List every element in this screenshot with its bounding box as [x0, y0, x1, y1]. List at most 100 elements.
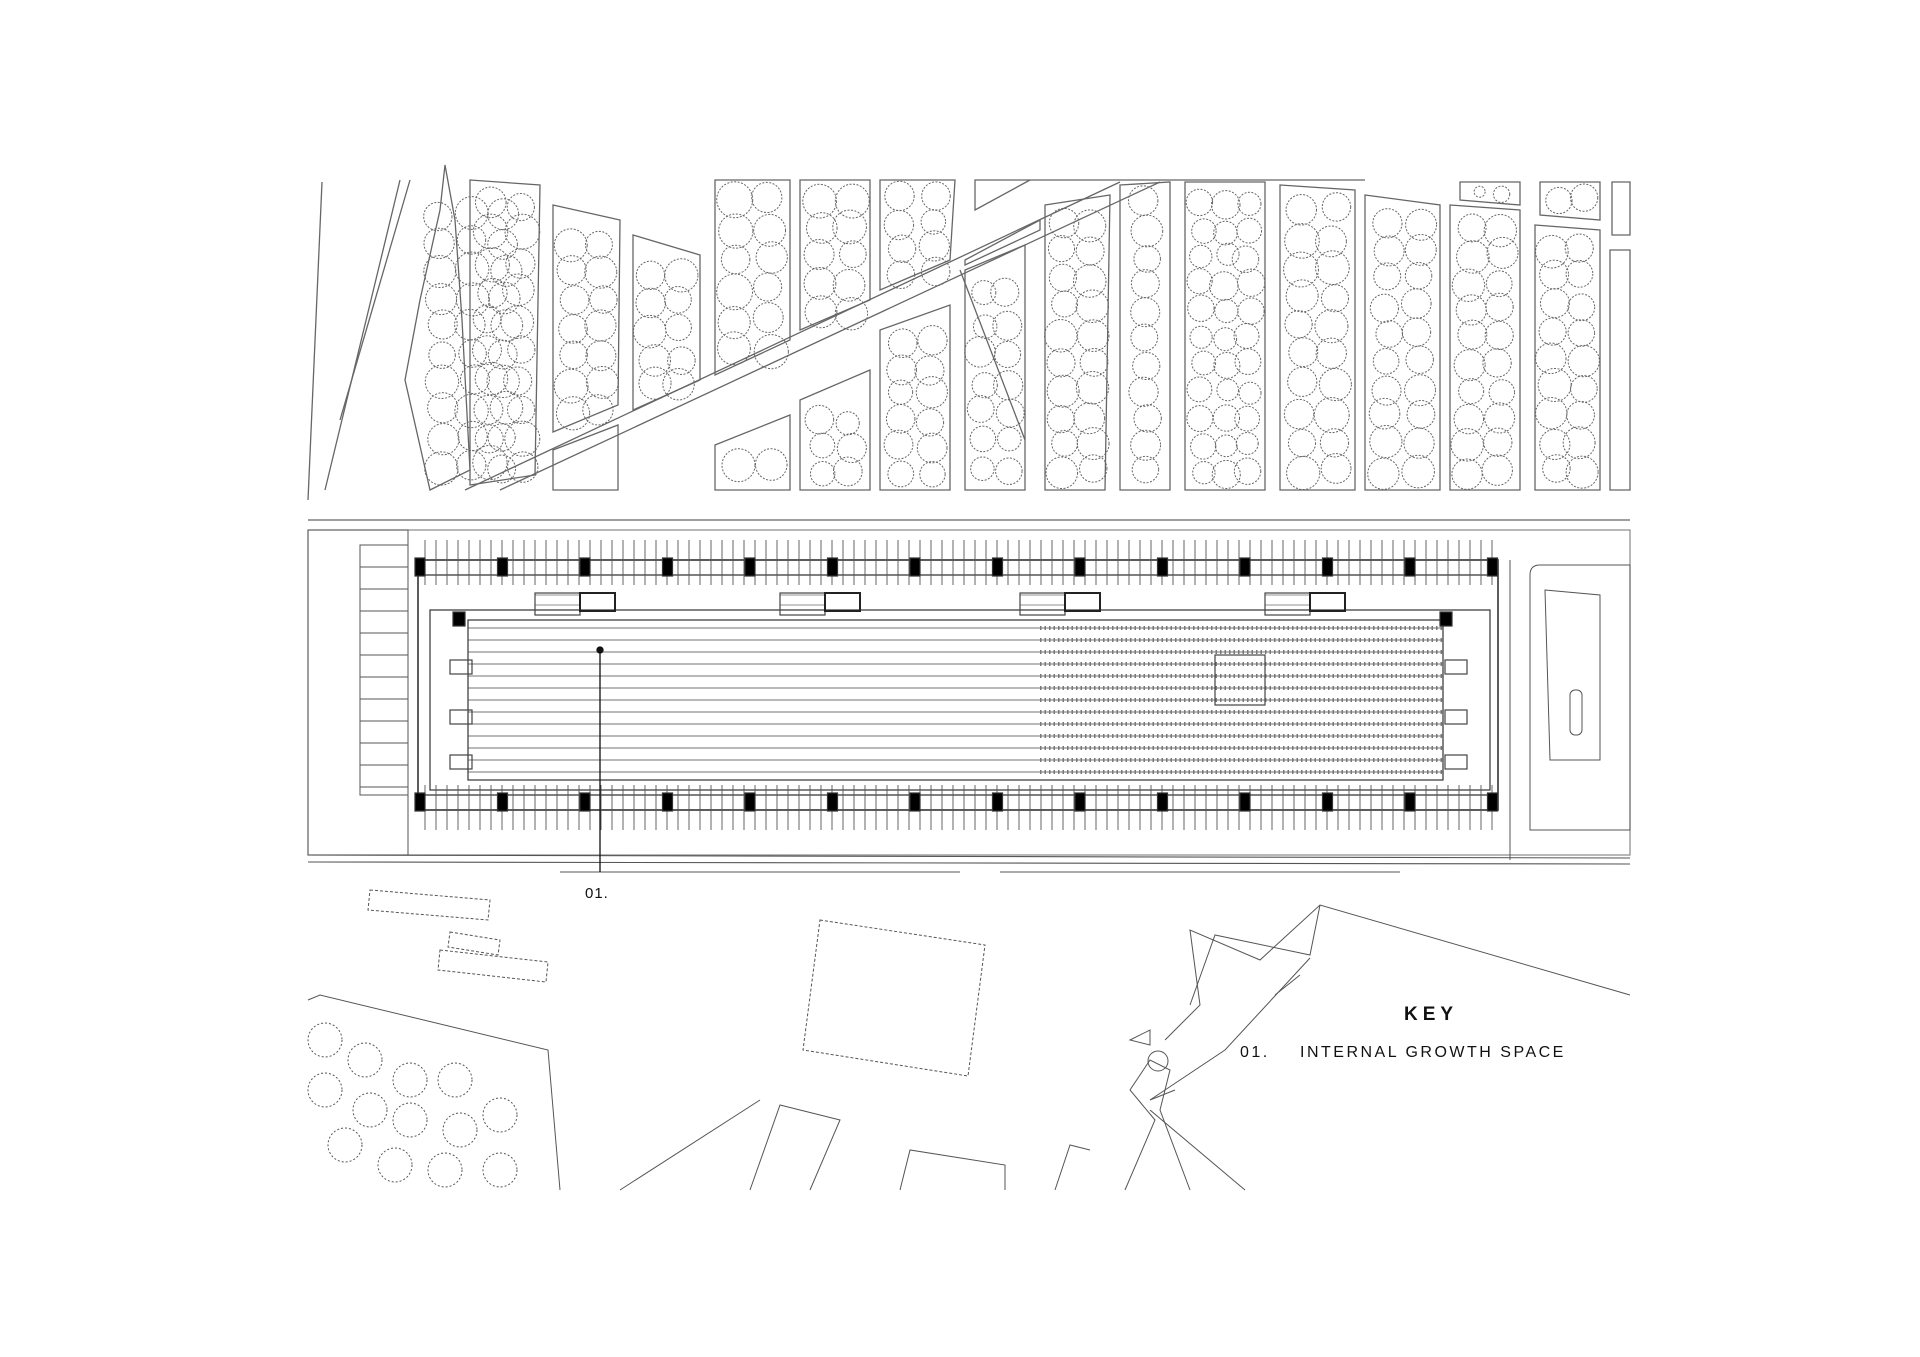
tree-bed — [1609, 249, 1631, 491]
tree-canopy — [1045, 456, 1079, 490]
tree-canopy — [971, 280, 997, 306]
tree-canopy — [1130, 429, 1162, 461]
tree-canopy — [559, 340, 588, 370]
tree-canopy — [1369, 424, 1403, 459]
tree-canopy — [1234, 348, 1262, 376]
tree-canopy — [752, 302, 784, 333]
tree-canopy — [834, 183, 870, 219]
tree-canopy — [802, 183, 837, 219]
tree-canopy — [1287, 366, 1318, 397]
tree-canopy — [717, 331, 751, 366]
tree-canopy — [1403, 427, 1435, 459]
site-boundary — [1164, 904, 1631, 1041]
tree-canopy — [1212, 404, 1241, 432]
orchard-tree-beds — [307, 164, 1631, 521]
tree-canopy — [834, 297, 869, 331]
courtyard-tree — [392, 1062, 428, 1098]
tree-canopy — [1046, 405, 1075, 434]
stair-landing — [1309, 592, 1346, 612]
tree-canopy — [664, 285, 692, 314]
tree-canopy — [1564, 233, 1594, 263]
tree-canopy — [835, 411, 860, 436]
tree-canopy — [990, 277, 1020, 307]
tree-canopy — [1236, 217, 1263, 244]
tree-canopy — [920, 209, 947, 235]
tree-canopy — [1315, 250, 1350, 285]
tree-canopy — [1565, 259, 1594, 288]
tree-canopy — [1073, 209, 1107, 243]
tree-canopy — [1237, 268, 1266, 297]
bench — [1444, 659, 1468, 675]
site-boundary — [1189, 904, 1321, 1006]
site-boundary — [1149, 1109, 1246, 1191]
tree-canopy — [917, 325, 948, 356]
column — [496, 792, 509, 812]
tree-canopy — [721, 448, 756, 483]
callout-label-01: 01. — [585, 885, 609, 902]
tree-canopy — [972, 314, 998, 339]
tree-canopy — [804, 295, 838, 329]
tree-bed — [964, 218, 1041, 267]
tree-canopy — [887, 328, 918, 358]
tree-canopy — [920, 256, 951, 287]
tree-canopy — [589, 285, 618, 314]
site-boundary — [1274, 974, 1301, 996]
tree-canopy — [1453, 349, 1486, 382]
tree-canopy — [1214, 434, 1238, 458]
tree-canopy — [966, 395, 995, 423]
courtyard-tree — [482, 1097, 518, 1133]
tree-canopy — [487, 339, 518, 370]
site-boundary — [749, 1104, 841, 1191]
column — [414, 792, 426, 812]
courtyard-tree — [427, 1152, 463, 1188]
tree-canopy — [1284, 310, 1313, 339]
tree-canopy — [556, 255, 587, 286]
column — [744, 792, 756, 812]
tree-canopy — [1313, 397, 1350, 434]
dashed-building — [447, 931, 501, 956]
tree-canopy — [585, 340, 617, 372]
column — [826, 792, 839, 812]
tree-canopy — [472, 444, 508, 481]
tree-canopy — [1130, 297, 1161, 328]
tree-canopy — [1186, 405, 1214, 433]
tree-canopy — [1185, 188, 1214, 217]
east-lot — [1509, 560, 1631, 860]
column — [661, 557, 674, 577]
tree-canopy — [1189, 325, 1213, 349]
tree-canopy — [459, 364, 490, 395]
tree-canopy — [1535, 234, 1569, 269]
tree-bed — [974, 179, 1031, 212]
tree-canopy — [425, 283, 458, 316]
tree-canopy — [1213, 220, 1238, 246]
tree-bed — [1279, 184, 1356, 491]
tree-canopy — [1537, 367, 1572, 402]
tree-canopy — [916, 432, 948, 464]
key-title: KEY — [1404, 1004, 1459, 1025]
tree-canopy — [506, 395, 536, 425]
courtyard-tree — [307, 1022, 343, 1058]
planting-rows — [468, 626, 1443, 774]
tree-canopy — [969, 425, 997, 453]
tree-canopy — [1283, 398, 1315, 430]
stair-landing — [579, 592, 616, 612]
parking-strip — [307, 529, 409, 856]
tree-canopy — [1231, 245, 1260, 274]
tree-canopy — [753, 272, 783, 302]
tree-canopy — [456, 449, 487, 481]
tree-canopy — [500, 305, 535, 339]
tree-canopy — [1048, 263, 1077, 292]
tree-canopy — [804, 404, 835, 435]
tree-canopy — [1284, 223, 1320, 259]
tree-canopy — [1473, 185, 1486, 198]
tree-canopy — [487, 454, 517, 484]
tree-canopy — [1453, 403, 1485, 435]
column — [1239, 557, 1251, 577]
tree-canopy — [915, 408, 945, 437]
bench — [1444, 709, 1468, 725]
tree-canopy — [993, 370, 1024, 401]
tree-canopy — [1211, 459, 1241, 490]
tree-canopy — [504, 420, 541, 457]
tree-canopy — [1545, 186, 1573, 215]
tree-canopy — [1075, 370, 1110, 405]
